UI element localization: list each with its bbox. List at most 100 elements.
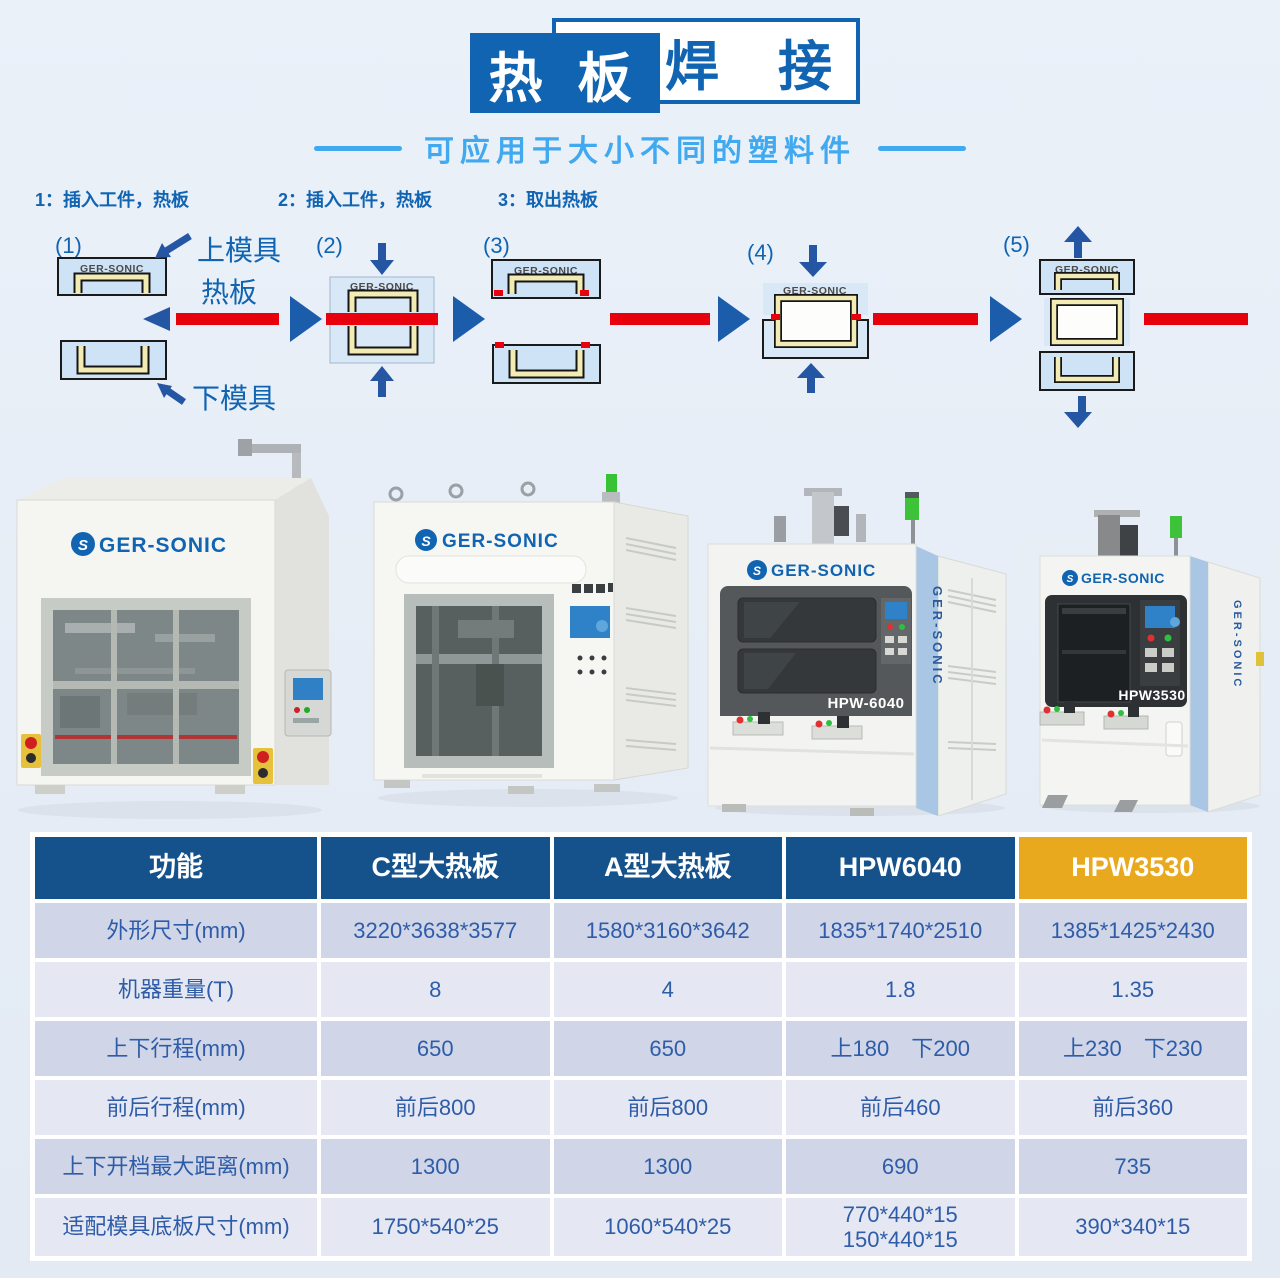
- spec-cell: 770*440*15 150*440*15: [786, 1198, 1015, 1256]
- process-diagram: 1：插入工件，热板 2：插入工件，热板 3：取出热板 (1) (2) (3) (…: [35, 189, 1248, 428]
- spec-cell: 4: [553, 962, 782, 1017]
- brand-logo-icon: S: [753, 564, 761, 578]
- spec-cell: 1580*3160*3642: [553, 903, 782, 958]
- touch-screen: [885, 602, 907, 619]
- spec-cell: 390*340*15: [1018, 1198, 1247, 1256]
- spec-cell: 前后800: [553, 1080, 782, 1135]
- step-number-2: (2): [316, 233, 343, 258]
- brand-logo-icon: S: [421, 533, 431, 549]
- step-number-3: (3): [483, 233, 510, 258]
- brand-logo-text: GER-SONIC: [442, 531, 559, 552]
- step-number-5: (5): [1003, 232, 1030, 257]
- machine-hpw6040-image: GER-SONIC S GER-SONIC HPW-6040: [707, 488, 1007, 817]
- step-number-1: (1): [55, 233, 82, 258]
- spec-col-header-function: 功能: [35, 837, 317, 899]
- machine-hpw3530-image: GER-SONIC S GER-SONIC HPW3530: [1039, 510, 1264, 813]
- process-caption-2: 2：插入工件，热板: [278, 189, 433, 210]
- spec-row-label: 适配模具底板尺寸(mm): [35, 1198, 317, 1256]
- spec-cell: 上180 下200: [786, 1021, 1015, 1076]
- spec-cell: 735: [1018, 1139, 1247, 1194]
- step-number-4: (4): [747, 240, 774, 265]
- process-caption-3: 3：取出热板: [498, 189, 599, 210]
- emergency-stop-button: [21, 734, 41, 768]
- machine-c-type-image: S GER-SONIC: [16, 439, 332, 819]
- spec-row-label: 机器重量(T): [35, 962, 317, 1017]
- spec-cell: 8: [321, 962, 550, 1017]
- touch-screen: [1145, 606, 1175, 628]
- spec-col-header-hpw3530: HPW3530: [1018, 837, 1247, 899]
- lower-mold-label: 下模具: [192, 383, 276, 414]
- subtitle-right-dash: [878, 145, 966, 151]
- subtitle-row: 可应用于大小不同的塑料件: [0, 126, 1280, 170]
- spec-cell: 3220*3638*3577: [321, 903, 550, 958]
- step-4-diagram: GER-SONIC: [762, 245, 978, 393]
- flow-arrow-4: [990, 296, 1022, 342]
- spec-cell: 1.35: [1018, 962, 1247, 1017]
- mold-brand-text: GER-SONIC: [80, 263, 144, 275]
- spec-cell: 650: [553, 1021, 782, 1076]
- flow-arrow-1: [290, 296, 322, 342]
- spec-row-label: 前后行程(mm): [35, 1080, 317, 1135]
- upper-mold-label: 上模具: [197, 235, 281, 266]
- fixture-clamp: [811, 716, 863, 740]
- spec-cell: 1060*540*25: [553, 1198, 782, 1256]
- spec-row-label: 外形尺寸(mm): [35, 903, 317, 958]
- step-1-diagram: GER-SONIC 上模具 热板 下模具: [57, 233, 281, 414]
- model-label-hpw6040: HPW-6040: [827, 695, 904, 712]
- spec-col-header-c-type: C型大热板: [321, 837, 550, 899]
- brand-logo-text: GER-SONIC: [99, 534, 227, 557]
- spec-cell: 前后460: [786, 1080, 1015, 1135]
- control-panel: [1140, 600, 1180, 686]
- fixture-clamp: [1103, 706, 1149, 730]
- page-subtitle: 可应用于大小不同的塑料件: [424, 135, 856, 168]
- hot-plate-label: 热板: [201, 277, 257, 308]
- spec-cell: 前后360: [1018, 1080, 1247, 1135]
- spec-cell: 前后800: [321, 1080, 550, 1135]
- spec-col-header-hpw6040: HPW6040: [786, 837, 1015, 899]
- spec-row-label: 上下开档最大距离(mm): [35, 1139, 317, 1194]
- spec-table: 功能 C型大热板 A型大热板 HPW6040 HPW3530 外形尺寸(mm) …: [30, 832, 1252, 1261]
- side-brand-text: GER-SONIC: [930, 586, 945, 687]
- spec-cell: 650: [321, 1021, 550, 1076]
- side-brand-text: GER-SONIC: [1231, 600, 1243, 689]
- fixture-clamp: [1039, 702, 1085, 726]
- spec-row-label: 上下行程(mm): [35, 1021, 317, 1076]
- control-panel: [284, 669, 332, 737]
- hot-plate-bar: [1144, 313, 1248, 325]
- step-2-diagram: GER-SONIC: [326, 243, 438, 397]
- indicator-light: [606, 474, 617, 492]
- hot-plate-left-arrow: [143, 307, 170, 331]
- page-title-part1: 热 板: [470, 33, 660, 113]
- brand-logo-icon: S: [78, 537, 88, 554]
- touch-screen: [293, 678, 323, 700]
- control-panel: [881, 598, 911, 664]
- hot-plate-bar: [873, 313, 978, 325]
- page-title-part2: 焊 接: [664, 36, 854, 97]
- process-caption-1: 1：插入工件，热板: [35, 189, 190, 210]
- spec-cell: 1300: [321, 1139, 550, 1194]
- spec-cell: 1750*540*25: [321, 1198, 550, 1256]
- machine-a-type-image: S GER-SONIC: [373, 474, 689, 807]
- subtitle-left-dash: [314, 145, 402, 151]
- step-5-diagram: GER-SONIC: [1039, 226, 1248, 428]
- brand-logo-text: GER-SONIC: [771, 561, 876, 580]
- lower-mold-arrow: [157, 383, 172, 398]
- upper-mold-arrow: [155, 243, 171, 258]
- spec-cell: 1300: [553, 1139, 782, 1194]
- spec-cell: 1.8: [786, 962, 1015, 1017]
- hot-plate-bar: [176, 313, 279, 325]
- spec-cell: 1385*1425*2430: [1018, 903, 1247, 958]
- signal-tower: [905, 496, 919, 520]
- flow-arrow-3: [718, 296, 750, 342]
- spec-cell: 上230 下230: [1018, 1021, 1247, 1076]
- brand-logo-icon: S: [1067, 574, 1074, 585]
- hot-plate-bar: [610, 313, 710, 325]
- spec-col-header-a-type: A型大热板: [553, 837, 782, 899]
- flow-arrow-2: [453, 296, 485, 342]
- brand-logo-text: GER-SONIC: [1081, 570, 1165, 586]
- signal-tower: [1170, 516, 1182, 538]
- spec-cell: 690: [786, 1139, 1015, 1194]
- emergency-stop-button: [253, 748, 273, 784]
- model-label-hpw3530: HPW3530: [1118, 687, 1185, 703]
